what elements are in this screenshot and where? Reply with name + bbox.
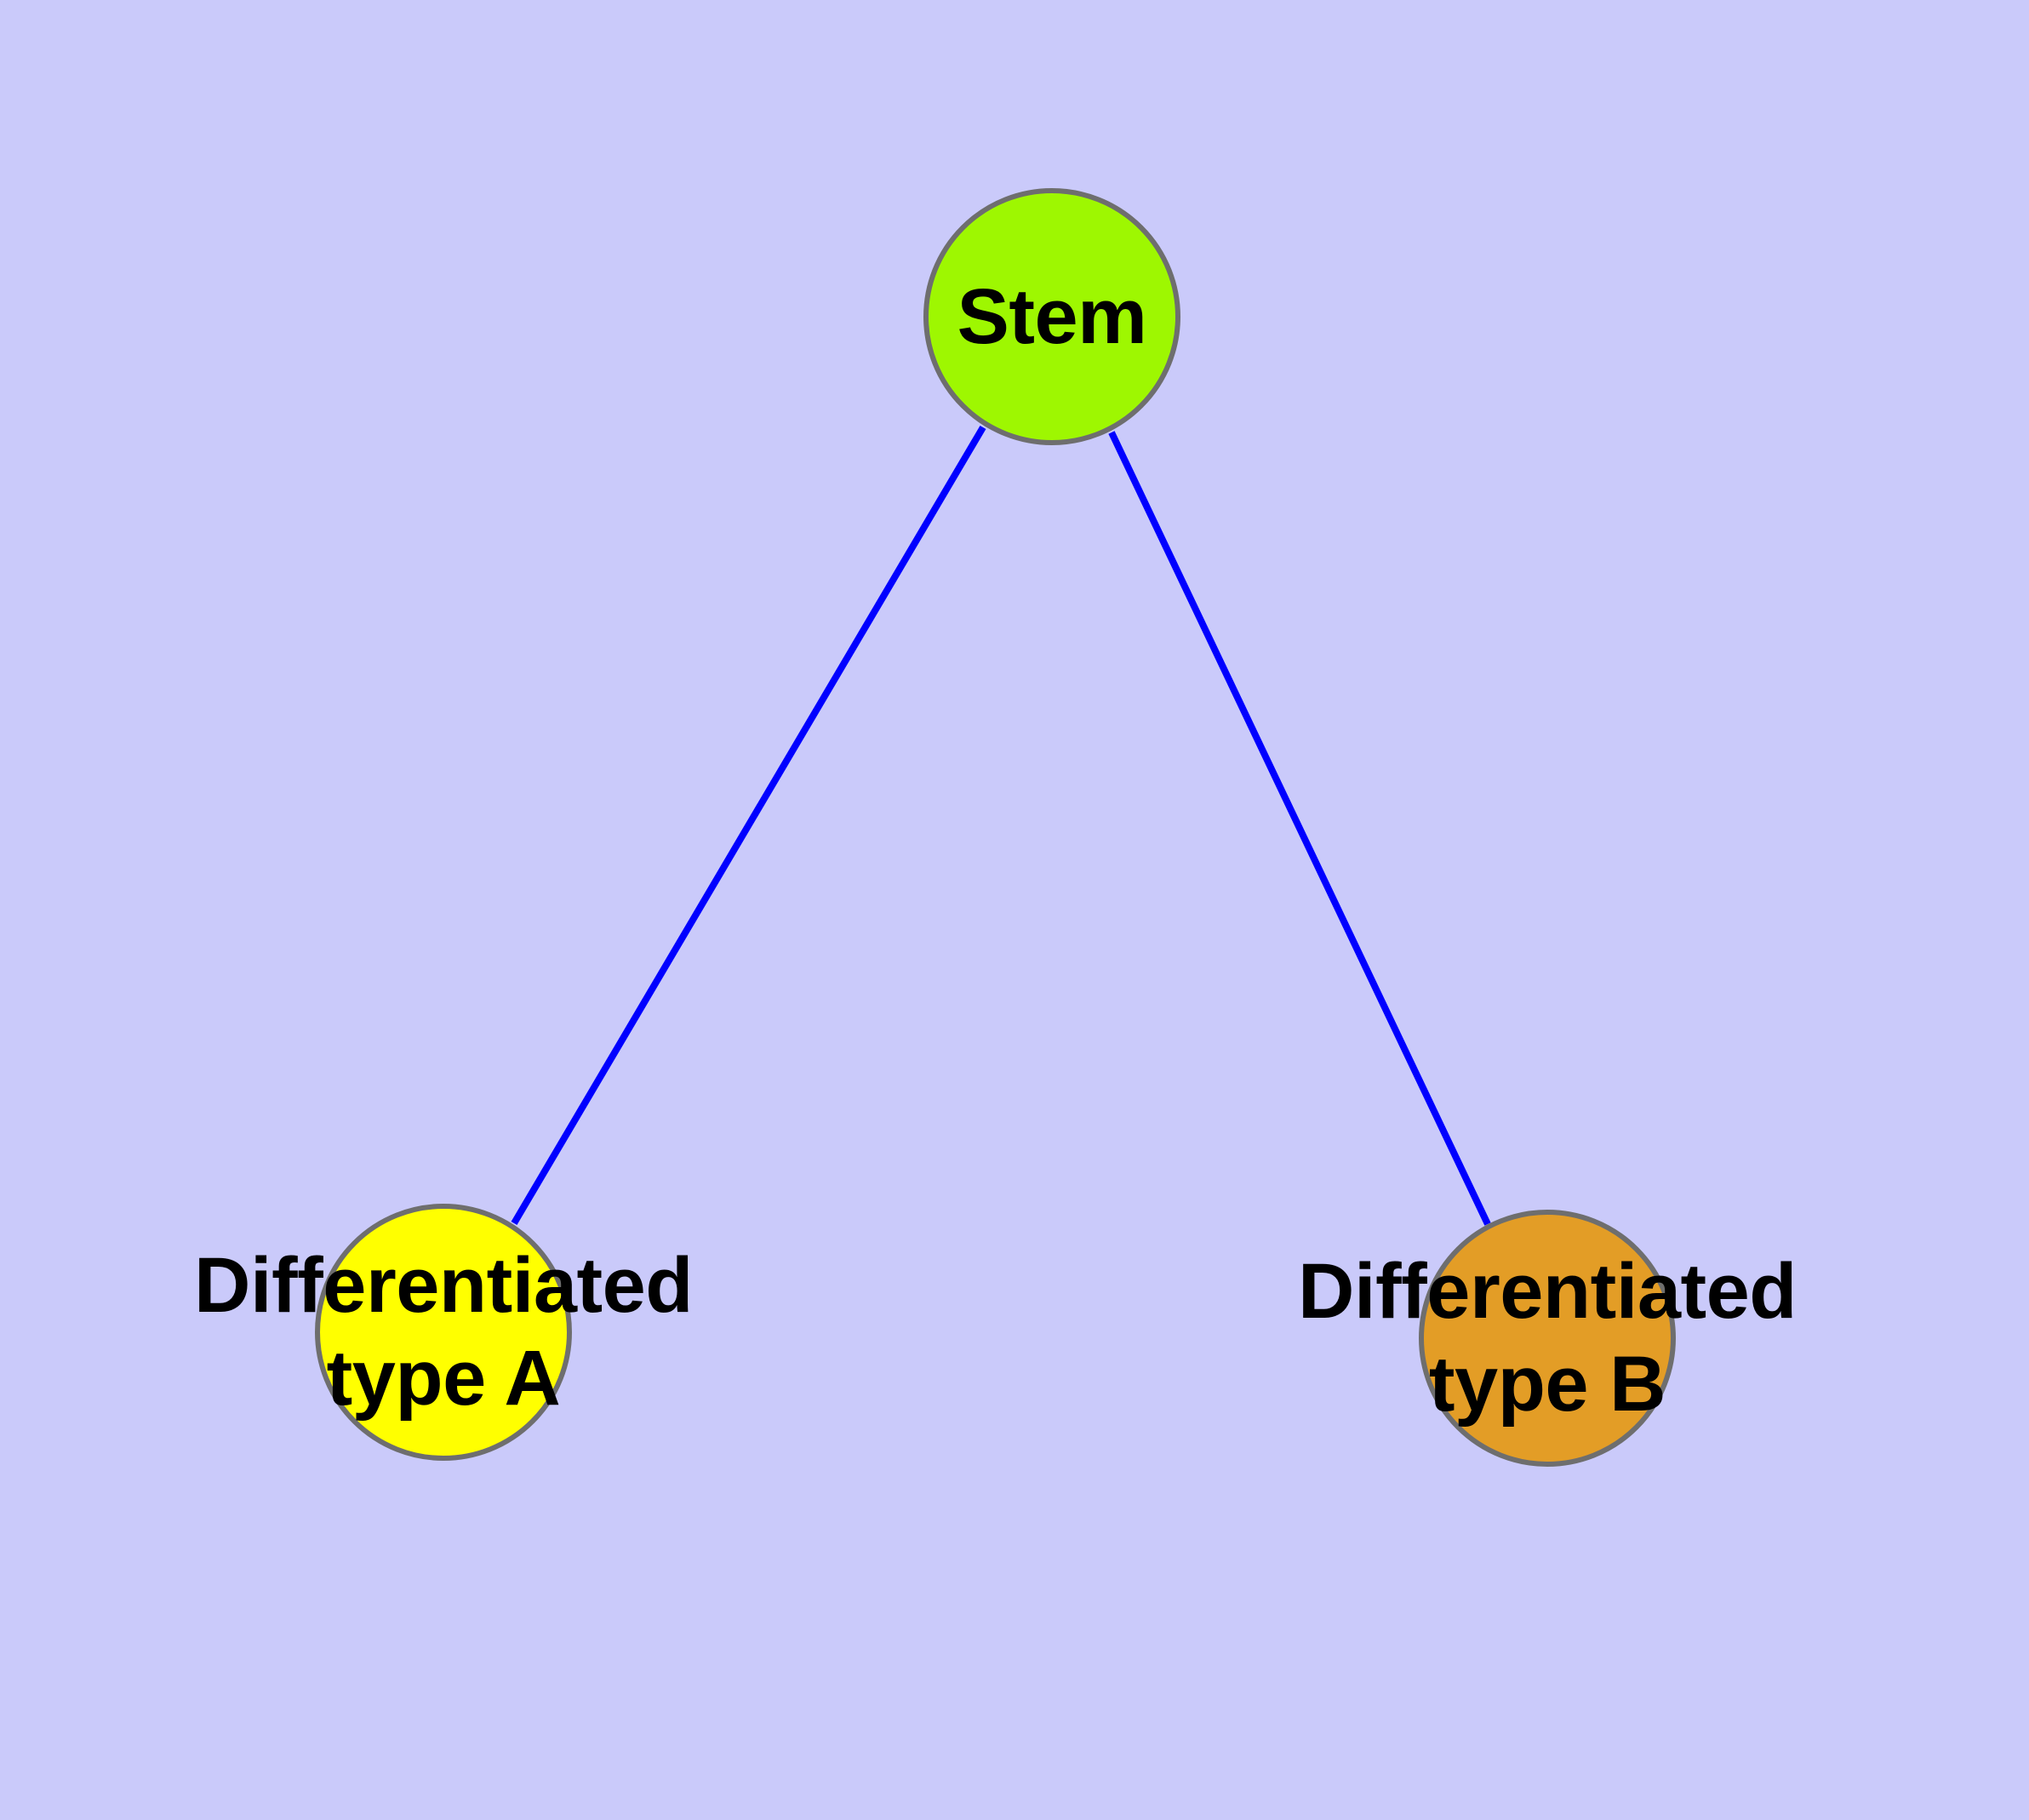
node-diff-a[interactable] [315,1204,572,1461]
edge-stem-to-diff-a [511,425,986,1226]
node-stem[interactable] [923,188,1180,445]
edge-stem-to-diff-b [1108,431,1491,1226]
node-diff-b[interactable] [1419,1210,1676,1467]
